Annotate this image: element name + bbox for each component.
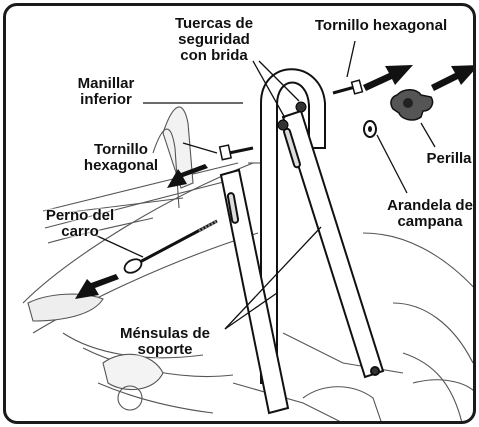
label-carriage-bolt: Perno del carro <box>45 207 115 240</box>
leader-lines <box>94 40 436 330</box>
label-hex-bolt-top: Tornillo hexagonal <box>314 17 448 34</box>
bell-washer <box>363 120 377 138</box>
label-bell-washer: Arandela de campana <box>387 197 473 230</box>
label-support-brackets: Ménsulas de soporte <box>119 325 211 358</box>
support-bracket-left <box>219 168 290 415</box>
knob <box>390 89 434 121</box>
direction-arrow-bottom <box>75 274 119 299</box>
label-flange-nuts: Tuercas de seguridad con brida <box>174 15 254 64</box>
tiller-body-sketch <box>22 106 473 421</box>
carriage-bolt <box>123 219 218 274</box>
label-hex-bolt-left: Tornillo hexagonal <box>83 141 159 174</box>
direction-arrow-top-1 <box>363 65 413 91</box>
assembly-illustration <box>22 40 473 421</box>
label-lower-handle: Manillar inferior <box>77 75 135 108</box>
label-knob: Perilla <box>426 150 472 167</box>
diagram-frame: Tuercas de seguridad con brida Tornillo … <box>3 3 476 424</box>
direction-arrow-top-2 <box>431 65 473 91</box>
flange-nut-1 <box>277 119 289 131</box>
hex-bolt-left <box>218 144 254 161</box>
flange-nut-2 <box>295 101 307 113</box>
direction-arrow-left <box>167 164 208 188</box>
support-bracket-right <box>281 109 385 379</box>
hex-bolt-top <box>332 79 364 95</box>
